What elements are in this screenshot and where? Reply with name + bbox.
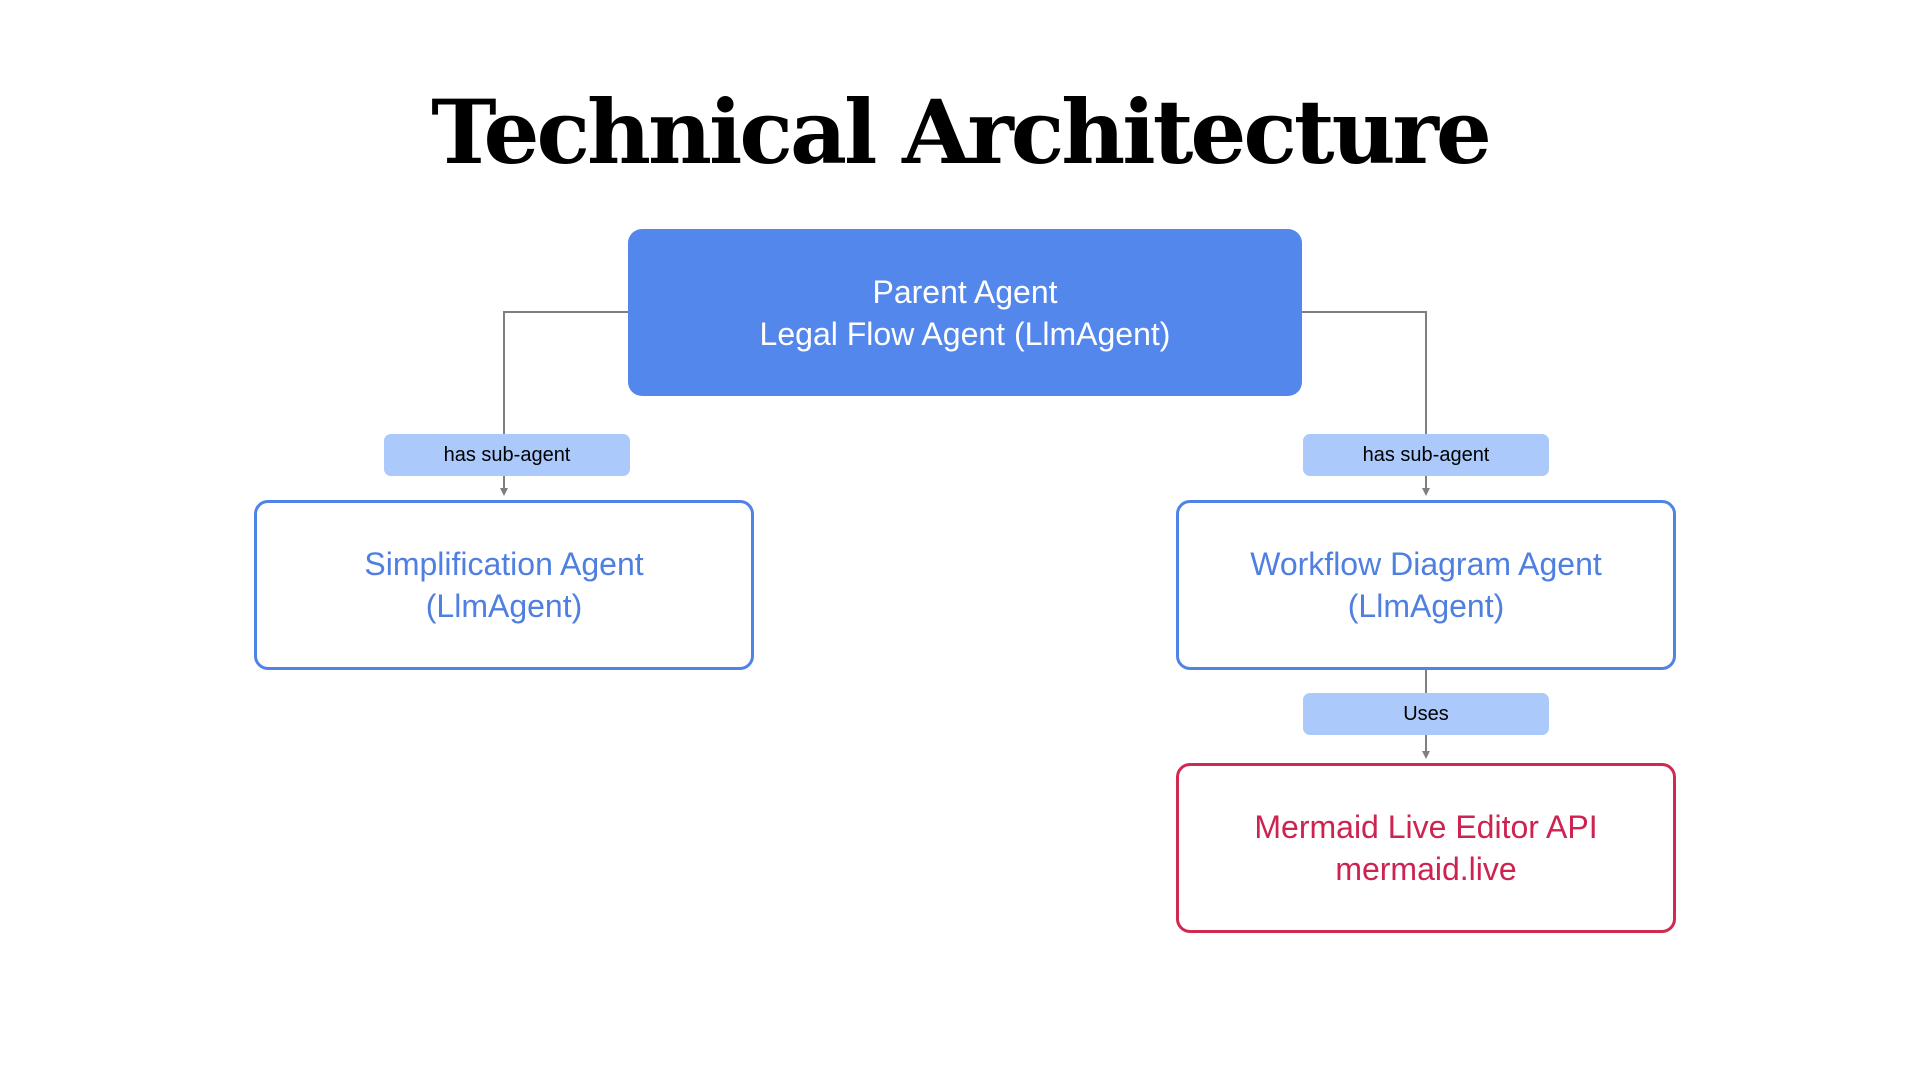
mermaid-api-subtitle: mermaid.live (1335, 851, 1517, 887)
edge-label-has-sub-agent-right: has sub-agent (1303, 434, 1549, 476)
workflow-diagram-agent-subtitle: (LlmAgent) (1347, 588, 1505, 624)
edge-label-has-sub-agent-left: has sub-agent (384, 434, 630, 476)
page-title: Technical Architecture (431, 80, 1492, 184)
simplification-agent-title: Simplification Agent (364, 546, 644, 582)
workflow-diagram-agent-title: Workflow Diagram Agent (1250, 546, 1602, 582)
simplification-agent-node: Simplification Agent (LlmAgent) (254, 500, 754, 670)
parent-agent-node: Parent Agent Legal Flow Agent (LlmAgent) (628, 229, 1302, 396)
mermaid-api-title: Mermaid Live Editor API (1254, 809, 1598, 845)
workflow-diagram-agent-node: Workflow Diagram Agent (LlmAgent) (1176, 500, 1676, 670)
edge-label-uses: Uses (1303, 693, 1549, 735)
connector-parent-to-simplification (500, 311, 628, 496)
connector-parent-to-workflow (1302, 311, 1430, 496)
parent-agent-title: Parent Agent (872, 273, 1058, 310)
mermaid-api-node: Mermaid Live Editor API mermaid.live (1176, 763, 1676, 933)
parent-agent-subtitle: Legal Flow Agent (LlmAgent) (759, 315, 1171, 352)
simplification-agent-subtitle: (LlmAgent) (425, 588, 583, 624)
